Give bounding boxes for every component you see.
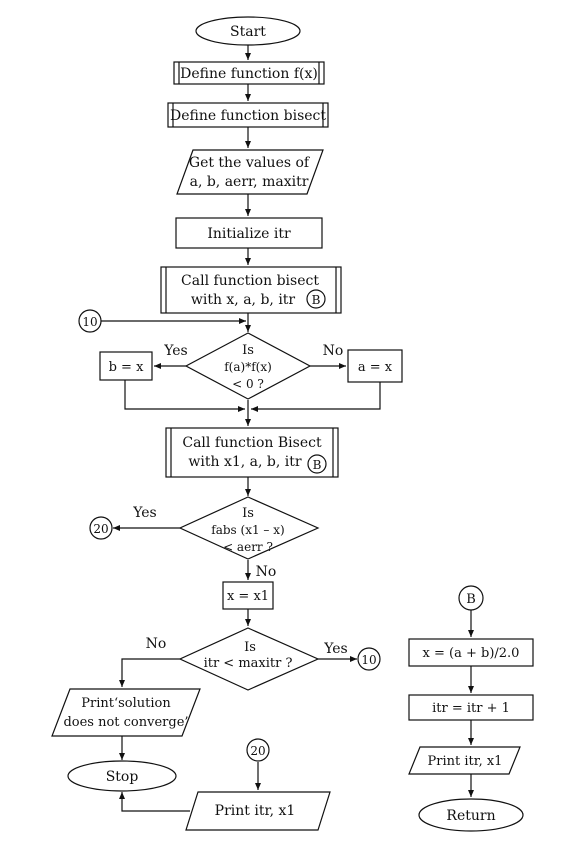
sub-return-label: Return bbox=[446, 808, 495, 824]
flow-lines bbox=[101, 45, 474, 812]
subroutine-b-entry: B bbox=[458, 585, 484, 611]
connector-20-in: 20 bbox=[246, 738, 270, 762]
connector-20-out: 20 bbox=[89, 516, 113, 540]
decision-sign-line-1: Is bbox=[242, 343, 254, 358]
decision-error-line-3: < aerr ? bbox=[223, 540, 273, 554]
connector-10-in: 10 bbox=[78, 309, 102, 333]
svg-text:B: B bbox=[466, 592, 476, 607]
sub-itr-increment-label: itr = itr + 1 bbox=[432, 701, 510, 716]
stop-label: Stop bbox=[106, 769, 139, 785]
print-itr-x1-output: Print itr, x1 bbox=[185, 791, 331, 831]
print-not-converge-output: Print‘solution does not converge’ bbox=[51, 688, 201, 737]
define-bisect-process: Define function bisect bbox=[167, 102, 329, 128]
label-err-no: No bbox=[256, 564, 277, 580]
decision-sign-line-3: < 0 ? bbox=[232, 377, 264, 391]
initialize-itr-process: Initialize itr bbox=[175, 217, 323, 249]
label-itr-no: No bbox=[146, 636, 167, 652]
decision-error: Is fabs (x1 – x) < aerr ? bbox=[178, 496, 320, 560]
define-fx-process: Define function f(x) bbox=[173, 61, 325, 85]
sub-print-label: Print itr, x1 bbox=[428, 754, 503, 769]
get-values-line-1: Get the values of bbox=[189, 155, 311, 171]
a-eq-x-process: a = x bbox=[347, 349, 403, 383]
sub-x-midpoint-process: x = (a + b)/2.0 bbox=[408, 638, 534, 667]
connector-10-out: 10 bbox=[357, 647, 381, 671]
svg-text:10: 10 bbox=[82, 315, 97, 329]
print-itr-x1-label: Print itr, x1 bbox=[215, 803, 296, 819]
decision-error-line-2: fabs (x1 – x) bbox=[211, 523, 284, 537]
print-not-converge-line-1: Print‘solution bbox=[81, 696, 171, 711]
a-eq-x-label: a = x bbox=[358, 360, 393, 375]
decision-error-line-1: Is bbox=[242, 506, 254, 521]
svg-text:20: 20 bbox=[250, 744, 265, 758]
edge-labels: Yes No Yes No No Yes bbox=[132, 343, 348, 657]
call-bisect-2-ref-b: B bbox=[313, 458, 322, 472]
define-bisect-label: Define function bisect bbox=[170, 108, 326, 124]
initialize-itr-label: Initialize itr bbox=[207, 226, 291, 242]
get-values-input: Get the values of a, b, aerr, maxitr bbox=[176, 149, 324, 195]
svg-text:10: 10 bbox=[361, 653, 376, 667]
decision-sign: Is f(a)*f(x) < 0 ? bbox=[184, 332, 312, 400]
sub-x-midpoint-label: x = (a + b)/2.0 bbox=[423, 646, 520, 661]
start-label: Start bbox=[230, 24, 266, 40]
start-terminal: Start bbox=[195, 16, 301, 46]
decision-sign-line-2: f(a)*f(x) bbox=[224, 360, 272, 374]
define-fx-label: Define function f(x) bbox=[180, 66, 318, 82]
b-eq-x-label: b = x bbox=[109, 360, 144, 375]
call-bisect-2-line-1: Call function Bisect bbox=[182, 435, 322, 451]
call-bisect-1-line-2: with x, a, b, itr bbox=[191, 292, 296, 308]
decision-itr-line-1: Is bbox=[244, 640, 256, 655]
print-not-converge-line-2: does not converge’ bbox=[63, 715, 188, 730]
label-sign-yes: Yes bbox=[163, 343, 188, 359]
x-eq-x1-process: x = x1 bbox=[222, 581, 274, 610]
svg-text:20: 20 bbox=[93, 522, 108, 536]
decision-itr-line-2: itr < maxitr ? bbox=[204, 656, 293, 671]
decision-itr: Is itr < maxitr ? bbox=[178, 627, 320, 691]
sub-itr-increment-process: itr = itr + 1 bbox=[408, 694, 534, 721]
call-bisect-2-process: Call function Bisect with x1, a, b, itr … bbox=[165, 427, 339, 478]
call-bisect-1-line-1: Call function bisect bbox=[181, 273, 319, 289]
call-bisect-1-process: Call function bisect with x, a, b, itr B bbox=[160, 266, 342, 314]
get-values-line-2: a, b, aerr, maxitr bbox=[190, 174, 309, 190]
label-itr-yes: Yes bbox=[323, 641, 348, 657]
stop-terminal: Stop bbox=[67, 760, 177, 792]
b-eq-x-process: b = x bbox=[99, 351, 153, 381]
x-eq-x1-label: x = x1 bbox=[227, 589, 269, 604]
label-sign-no: No bbox=[323, 343, 344, 359]
label-err-yes: Yes bbox=[132, 505, 157, 521]
sub-print-output: Print itr, x1 bbox=[408, 746, 521, 775]
call-bisect-2-line-2: with x1, a, b, itr bbox=[188, 454, 301, 470]
call-bisect-1-ref-b: B bbox=[312, 293, 321, 307]
sub-return-terminal: Return bbox=[418, 798, 524, 832]
